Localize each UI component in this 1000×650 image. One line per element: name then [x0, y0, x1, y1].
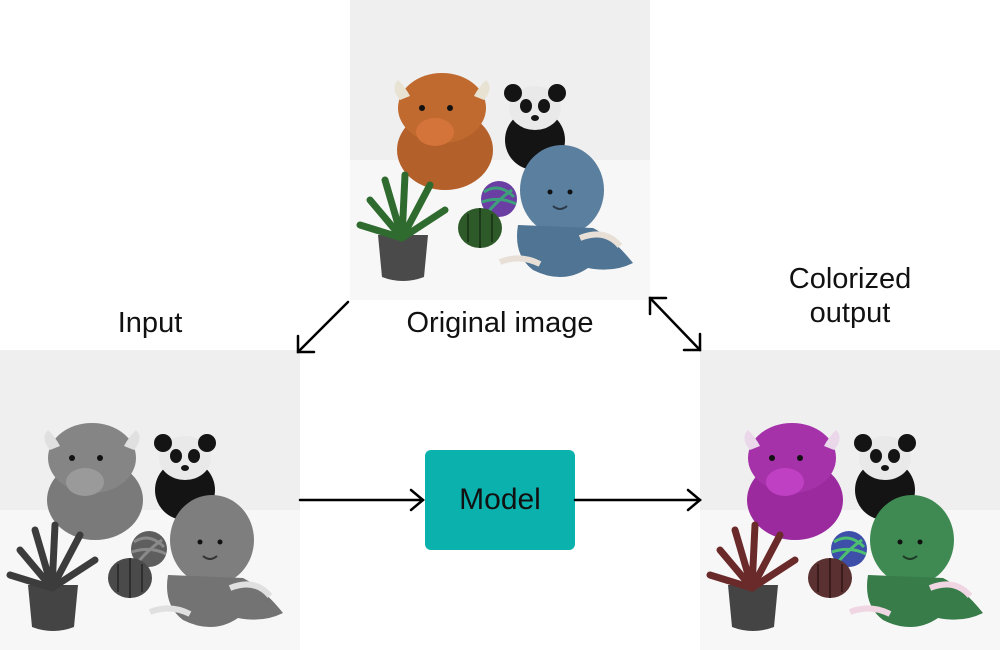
potted-plant-icon [6, 521, 99, 631]
squash-icon [458, 208, 502, 248]
input-label: Input [117, 307, 183, 339]
squash-icon [808, 558, 852, 598]
arrow-original-to-output-bidirectional [648, 296, 702, 352]
yarn-ball-icon [131, 531, 167, 567]
potted-plant-icon [706, 521, 799, 631]
highland-cow-plush-icon [394, 73, 493, 190]
input-image-scene [0, 350, 300, 650]
yarn-ball-icon [831, 531, 867, 567]
input-image [0, 350, 300, 650]
original-image [350, 0, 650, 300]
squash-icon [108, 558, 152, 598]
colorized-output-image [700, 350, 1000, 650]
colorized-output-scene [700, 350, 1000, 650]
potted-plant-icon [356, 171, 449, 281]
octopus-plush-icon [848, 495, 983, 628]
colorized-output-label: Colorized output [788, 263, 912, 329]
model-label: Model [459, 483, 541, 516]
highland-cow-plush-icon [744, 423, 843, 540]
arrow-input-to-model [298, 488, 425, 512]
octopus-plush-icon [498, 145, 633, 278]
yarn-ball-icon [481, 181, 517, 217]
original-image-scene [350, 0, 650, 300]
octopus-plush-icon [148, 495, 283, 628]
highland-cow-plush-icon [44, 423, 143, 540]
original-image-label: Original image [406, 307, 594, 339]
arrow-model-to-output [573, 488, 702, 512]
arrow-original-to-input [296, 300, 350, 354]
model-box: Model [425, 450, 575, 550]
